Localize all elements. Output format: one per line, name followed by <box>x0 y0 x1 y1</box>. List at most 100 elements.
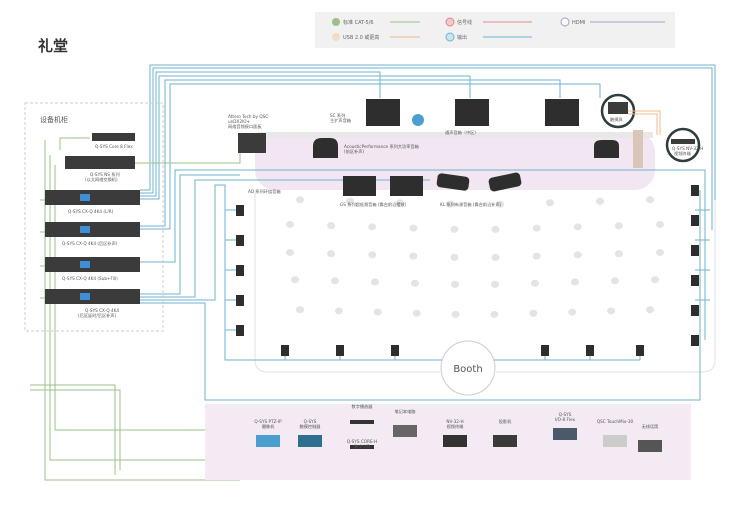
cat-cable-icon <box>332 18 340 26</box>
booth-device-label: 数字播放器 <box>352 403 374 410</box>
seat <box>607 307 616 315</box>
seat <box>396 199 404 207</box>
label: Q-SYS NV-32-H <box>672 146 703 151</box>
seat <box>651 276 659 284</box>
rack-title: 设备机柜 <box>40 115 68 124</box>
surround-speaker <box>586 345 594 356</box>
booth-device-label: 数字 I/O <box>354 443 370 450</box>
network-switch <box>65 156 135 169</box>
device-label: (以太网络交换机) <box>85 176 118 183</box>
booth-device-label: 视频终端 <box>447 423 464 430</box>
seat <box>568 308 577 316</box>
seat <box>491 253 500 261</box>
seat <box>412 309 421 317</box>
seat <box>346 197 354 205</box>
usb-icon <box>332 33 340 41</box>
booth-device <box>638 440 662 452</box>
seating-area <box>286 196 664 318</box>
seat <box>334 307 343 315</box>
seat <box>571 278 579 286</box>
seat <box>327 250 336 258</box>
booth-device-label: 笔记本电脑 <box>395 408 416 415</box>
label: 视频终端 <box>674 150 691 157</box>
seat <box>446 200 454 208</box>
booth-device-label: Q-SYS CORE-H <box>347 439 378 444</box>
front-fill-speaker <box>313 138 338 158</box>
stage-area <box>255 132 655 190</box>
seat <box>611 277 619 285</box>
seat <box>614 250 623 258</box>
booth-device-label: Q-SYS PTZ-IP <box>254 419 282 424</box>
lectern-icon <box>633 130 643 168</box>
surround-speaker <box>391 345 399 356</box>
seat <box>331 277 339 285</box>
label: 通声音箱（中区） <box>445 129 479 136</box>
seat <box>532 252 541 260</box>
front-fill-speaker <box>594 140 619 158</box>
label: Attero Tech by QSC <box>228 114 268 119</box>
booth-device-label: Q-SYS <box>304 419 317 424</box>
hdmi-icon <box>560 17 570 27</box>
device-label: Q-SYS NS 系列 <box>90 171 120 178</box>
surround-speaker <box>236 325 244 336</box>
seat <box>490 310 499 318</box>
booth-device-label: I/O-8 Flex <box>555 417 576 422</box>
surround-speaker <box>281 345 289 356</box>
seat <box>450 225 459 233</box>
surround-speaker <box>691 305 699 316</box>
seat <box>409 224 418 232</box>
seat <box>646 196 654 204</box>
device-label: (后区延时/后区补声) <box>78 312 117 319</box>
booth-device-label: 摄像机 <box>262 423 275 430</box>
device-label: Q-SYS CX-Q 4K4 <box>85 308 119 313</box>
seat <box>296 196 304 204</box>
seat <box>491 225 500 233</box>
core-device <box>92 133 135 141</box>
sub-speaker <box>343 176 376 196</box>
seat <box>327 222 336 230</box>
surround-speaker <box>236 205 244 216</box>
stage-devices: Attero Tech by QSC unDX2IO+ 网络音频接口面板 SC … <box>228 93 703 356</box>
seat <box>596 197 604 205</box>
label: 触摸屏 <box>610 116 623 123</box>
legend: 标准 CAT-5/6 USB 2.0 或更高 信号线 输出 HDMI <box>315 12 675 48</box>
seat <box>573 251 582 259</box>
amp-display <box>80 194 90 201</box>
kl-speaker <box>436 173 470 191</box>
touchscreen-icon <box>608 102 628 114</box>
amplifier <box>45 289 140 304</box>
booth-label: Booth <box>453 364 482 375</box>
surround-speaker <box>691 275 699 286</box>
seat <box>656 220 664 228</box>
amplifier <box>45 257 140 272</box>
seat <box>296 306 304 314</box>
seat <box>451 280 459 288</box>
seat <box>646 306 654 314</box>
seat <box>656 248 664 256</box>
amp-display <box>80 293 90 300</box>
label: AD 系列环绕音箱 <box>248 188 281 195</box>
auditorium-outline <box>254 190 716 373</box>
surround-speaker <box>236 295 244 306</box>
surround-speaker <box>636 345 644 356</box>
surround-speaker <box>691 185 699 196</box>
seat <box>450 253 459 261</box>
label: KL 系列有源音箱 (舞台前沿补声) <box>440 201 502 208</box>
booth-device-label: 无线话筒 <box>642 423 659 430</box>
device-label: Q-SYS CX-Q 4K4 (后区补声) <box>62 240 118 247</box>
legend-label: 输出 <box>457 34 467 41</box>
legend-label: HDMI <box>572 20 585 26</box>
output-icon <box>445 32 455 42</box>
seat <box>529 309 538 317</box>
seat <box>368 223 377 231</box>
seat <box>491 280 499 288</box>
label: GS 系列超低频音箱 (舞台前沿摆放) <box>340 201 407 208</box>
booth-device <box>493 435 517 447</box>
label: unDX2IO+ <box>228 119 251 124</box>
booth-device <box>298 435 322 447</box>
seat <box>371 278 379 286</box>
device-label: Q-SYS CX-Q 4K4 (L/R) <box>68 209 114 214</box>
page-title: 礼堂 <box>38 37 68 55</box>
